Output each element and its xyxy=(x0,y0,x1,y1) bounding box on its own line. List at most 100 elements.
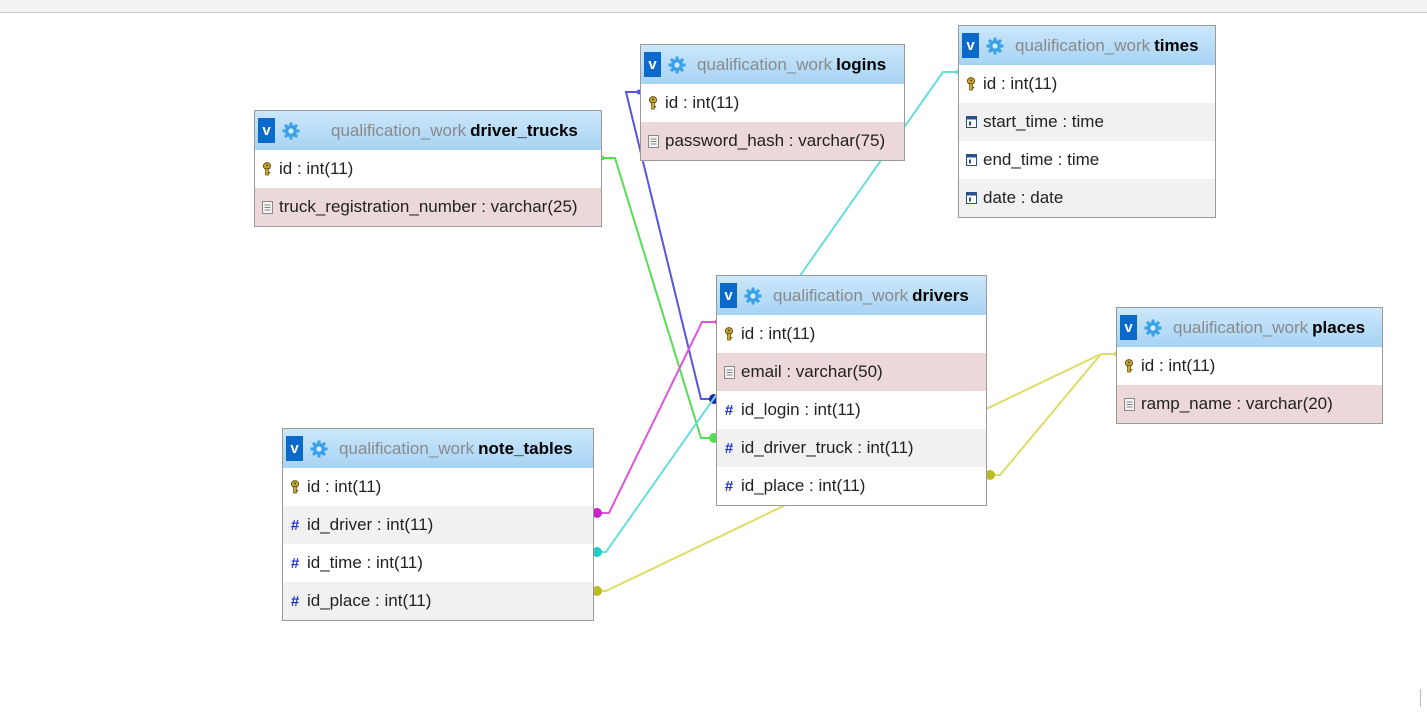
text-field-icon xyxy=(647,134,659,148)
gear-icon[interactable] xyxy=(667,55,687,75)
database-name: qualification_work xyxy=(331,120,467,140)
hash-icon: # xyxy=(724,477,734,495)
column-row[interactable]: id : int(11) xyxy=(283,468,593,506)
toggle-button[interactable]: v xyxy=(258,118,275,143)
table-name: times xyxy=(1154,35,1199,55)
calendar-icon xyxy=(965,115,977,129)
column-label: start_time : time xyxy=(983,112,1104,131)
column-label: email : varchar(50) xyxy=(741,362,883,381)
column-label: date : date xyxy=(983,188,1064,207)
toggle-button[interactable]: v xyxy=(720,283,737,308)
column-row[interactable]: #id_place : int(11) xyxy=(717,467,986,505)
column-row[interactable]: ramp_name : varchar(20) xyxy=(1117,385,1382,423)
gear-icon[interactable] xyxy=(281,121,301,141)
column-row[interactable]: # id_driver_truck : int(11) xyxy=(717,429,986,467)
column-label: id_place : int(11) xyxy=(307,591,432,610)
column-row[interactable]: id : int(11) xyxy=(717,315,986,353)
column-label: id_driver_truck : int(11) xyxy=(741,438,914,457)
table-name: places xyxy=(1312,317,1366,337)
column-label: id : int(11) xyxy=(665,93,740,112)
column-row[interactable]: # id_time : int(11) xyxy=(283,544,593,582)
column-label: id_driver : int(11) xyxy=(307,515,434,534)
text-field-icon xyxy=(1123,397,1135,411)
database-name: qualification_work xyxy=(1015,35,1151,55)
gear-icon[interactable] xyxy=(1143,318,1163,338)
toggle-button[interactable]: v xyxy=(644,52,661,77)
gear-icon[interactable] xyxy=(309,439,329,459)
column-row[interactable]: #id_login : int(11) xyxy=(717,391,986,429)
relation-endpoint xyxy=(985,470,995,480)
primary-key-icon xyxy=(1123,359,1135,373)
column-row[interactable]: id : int(11) xyxy=(1117,347,1382,385)
column-label: id : int(11) xyxy=(307,477,382,496)
primary-key-icon xyxy=(261,162,273,176)
column-label: id : int(11) xyxy=(741,324,816,343)
top-toolbar-edge xyxy=(0,0,1427,13)
column-label: truck_registration_number : varchar(25) xyxy=(279,197,578,216)
calendar-icon xyxy=(965,191,977,205)
column-row[interactable]: id : int(11) xyxy=(959,65,1215,103)
table-name: note_tables xyxy=(478,438,573,458)
toggle-button[interactable]: v xyxy=(1120,315,1137,340)
relation-place-driver[interactable] xyxy=(987,353,1115,476)
column-row[interactable]: password_hash : varchar(75) xyxy=(641,122,904,160)
relation-driver-truck[interactable] xyxy=(601,157,715,439)
text-field-icon xyxy=(261,200,273,214)
column-row[interactable]: id : int(11) xyxy=(255,150,601,188)
column-row[interactable]: date : date xyxy=(959,179,1215,217)
relation-endpoint xyxy=(592,586,602,596)
gear-icon[interactable] xyxy=(743,286,763,306)
column-row[interactable]: #id_place : int(11) xyxy=(283,582,593,620)
calendar-icon xyxy=(965,153,977,167)
gear-icon[interactable] xyxy=(985,36,1005,56)
relation-driver[interactable] xyxy=(594,321,716,514)
relation-login[interactable] xyxy=(624,91,715,400)
primary-key-icon xyxy=(647,96,659,110)
toggle-button[interactable]: v xyxy=(962,33,979,58)
column-row[interactable]: id : int(11) xyxy=(641,84,904,122)
primary-key-icon xyxy=(289,480,301,494)
database-name: qualification_work xyxy=(339,438,475,458)
column-label: id : int(11) xyxy=(1141,356,1216,375)
column-row[interactable]: truck_registration_number : varchar(25) xyxy=(255,188,601,226)
column-label: id_time : int(11) xyxy=(307,553,423,572)
relation-endpoint xyxy=(592,547,602,557)
hash-icon: # xyxy=(724,401,734,419)
column-label: id : int(11) xyxy=(279,159,354,178)
column-label: id : int(11) xyxy=(983,74,1058,93)
relation-endpoint xyxy=(592,508,602,518)
table-name: drivers xyxy=(912,285,969,305)
column-row[interactable]: start_time : time xyxy=(959,103,1215,141)
primary-key-icon xyxy=(965,77,977,91)
database-name: qualification_work xyxy=(773,285,909,305)
column-label: end_time : time xyxy=(983,150,1100,169)
column-row[interactable]: end_time : time xyxy=(959,141,1215,179)
hash-icon: # xyxy=(290,554,300,572)
column-row[interactable]: email : varchar(50) xyxy=(717,353,986,391)
hash-icon: # xyxy=(290,516,300,534)
text-field-icon xyxy=(723,365,735,379)
column-label: password_hash : varchar(75) xyxy=(665,131,886,150)
database-name: qualification_work xyxy=(697,54,833,74)
hash-icon: # xyxy=(724,439,734,457)
column-row[interactable]: # id_driver : int(11) xyxy=(283,506,593,544)
toggle-button[interactable]: v xyxy=(286,436,303,461)
